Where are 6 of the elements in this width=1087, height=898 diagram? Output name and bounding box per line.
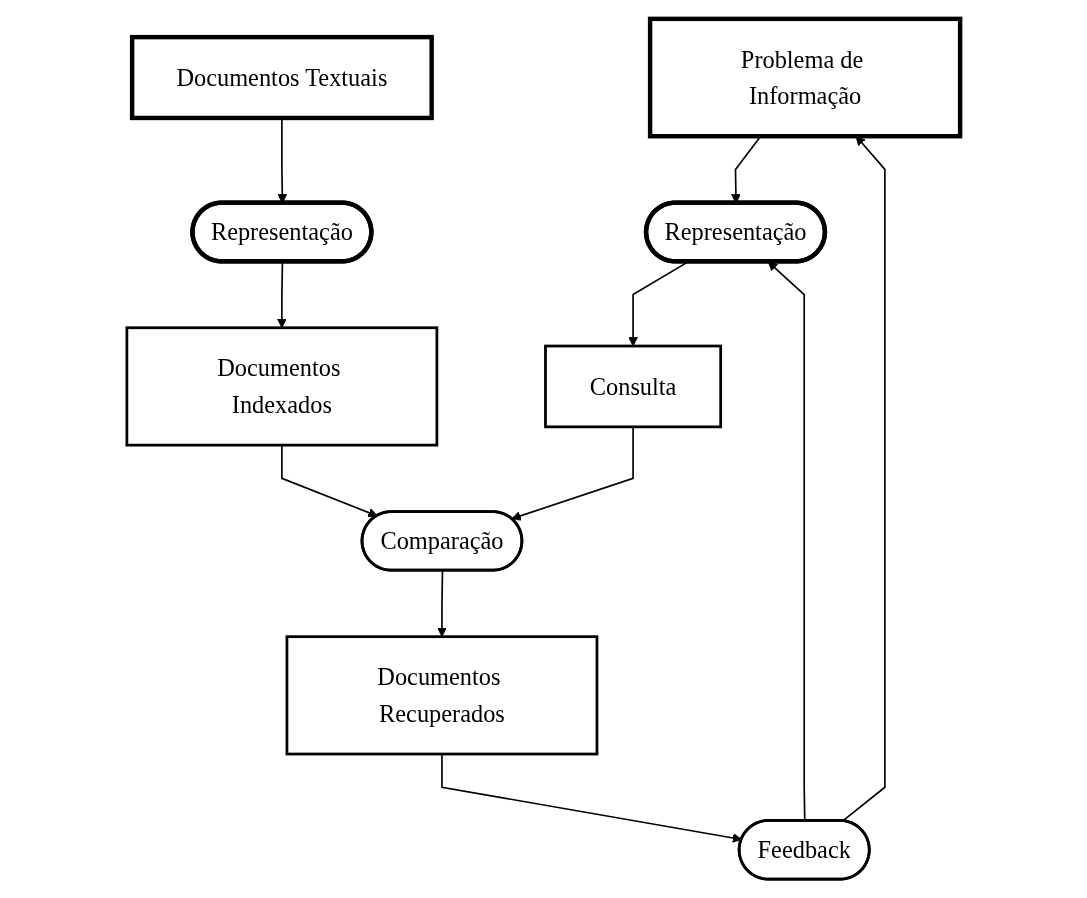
node-box: Consulta <box>544 344 723 429</box>
node-box: Documentos Recuperados <box>285 635 599 756</box>
arrow <box>511 426 634 521</box>
node-box: Problema de Informação <box>647 16 963 139</box>
node-box: Documentos Indexados <box>125 326 439 447</box>
node-box: Documentos Textuais <box>129 34 434 121</box>
